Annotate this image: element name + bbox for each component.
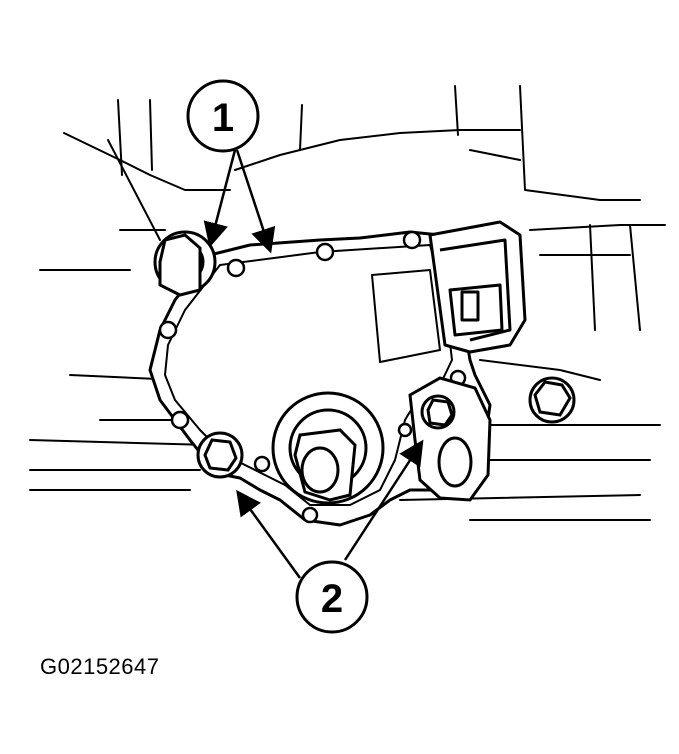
figure-id: G02152647 [40,654,160,679]
mounting-holes [158,230,467,524]
callout-2-leaders [236,439,424,579]
electrical-connector [371,220,527,363]
callout-1-label: 1 [212,96,234,140]
left-attaching-bolt [196,431,244,479]
upper-bolt [153,230,217,297]
right-attaching-bolt [408,376,492,502]
callout-1-leaders [203,149,276,254]
right-housing-bolt [528,376,576,424]
callout-2: 2 [295,560,369,634]
transmission-housing [29,85,666,521]
manual-shaft [271,391,385,505]
callout-1: 1 [186,79,260,153]
callout-2-label: 2 [321,577,343,621]
